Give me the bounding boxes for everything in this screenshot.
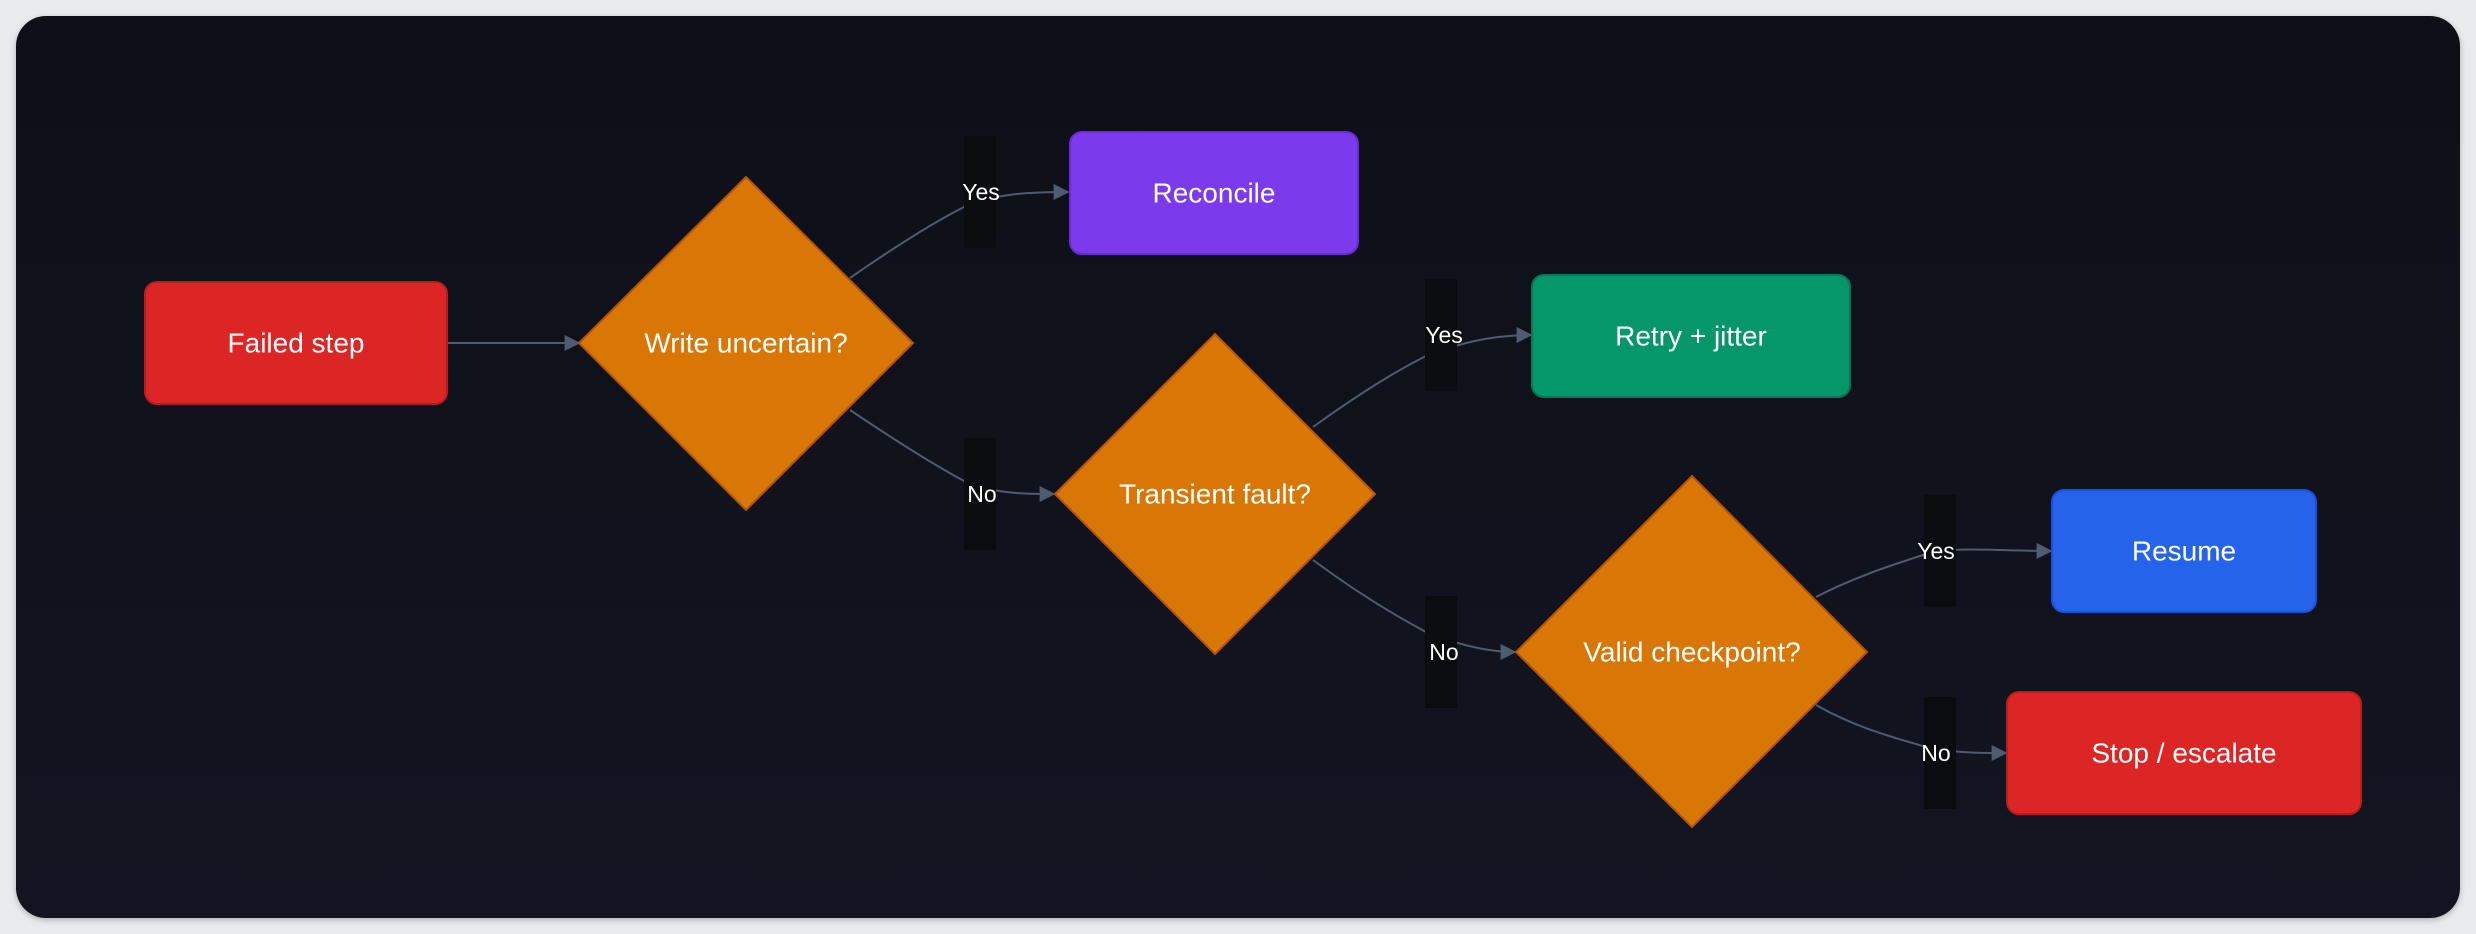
edge-label-bg [1425, 279, 1457, 391]
edge-transient-no [1312, 559, 1517, 660]
edge-label-transient-yes: Yes [1425, 279, 1463, 391]
edge-label-write-yes: Yes [962, 136, 1000, 248]
edge-label-bg [964, 136, 996, 248]
node-stop-escalate[interactable]: Stop / escalate [2006, 691, 2362, 815]
node-transient-fault[interactable]: Transient fault? [1053, 332, 1377, 656]
edge-label-text: No [967, 481, 996, 507]
node-resume[interactable]: Resume [2051, 489, 2317, 613]
edge-label-checkpoint-yes: Yes [1917, 495, 1956, 607]
node-reconcile[interactable]: Reconcile [1069, 131, 1359, 255]
node-label: Reconcile [1153, 178, 1276, 209]
node-label: Resume [2132, 536, 2236, 567]
edge-checkpoint-no [1815, 704, 2008, 761]
edge-label-text: No [1429, 639, 1458, 665]
node-label: Write uncertain? [644, 328, 847, 359]
edge-label-text: Yes [1425, 322, 1463, 348]
edge-label-text: Yes [1917, 538, 1955, 564]
edge-label-bg [964, 438, 996, 550]
node-valid-checkpoint[interactable]: Valid checkpoint? [1514, 474, 1869, 829]
node-label: Retry + jitter [1615, 321, 1767, 352]
edge-write-yes [849, 184, 1070, 279]
flowchart-diagram: Yes No Yes No Yes No [144, 131, 2362, 829]
edge-write-no [849, 409, 1056, 502]
node-label: Valid checkpoint? [1583, 637, 1800, 668]
edge-label-write-no: No [964, 438, 997, 550]
edge-transient-yes [1312, 327, 1533, 428]
edge-label-transient-no: No [1425, 596, 1459, 708]
edge-label-text: No [1921, 740, 1950, 766]
node-failed-step[interactable]: Failed step [144, 281, 448, 405]
flowchart-canvas: Yes No Yes No Yes No [16, 16, 2460, 918]
edge-label-checkpoint-no: No [1921, 697, 1956, 809]
edge-label-bg [1924, 495, 1956, 607]
node-label: Stop / escalate [2091, 738, 2276, 769]
edge-labels: Yes No Yes No Yes No [962, 136, 1956, 809]
edge-label-bg [1924, 697, 1956, 809]
edge-label-bg [1425, 596, 1457, 708]
node-retry-jitter[interactable]: Retry + jitter [1531, 274, 1851, 398]
node-label: Failed step [228, 328, 365, 359]
node-label: Transient fault? [1119, 479, 1311, 510]
node-write-uncertain[interactable]: Write uncertain? [577, 175, 915, 512]
edge-label-text: Yes [962, 179, 1000, 205]
